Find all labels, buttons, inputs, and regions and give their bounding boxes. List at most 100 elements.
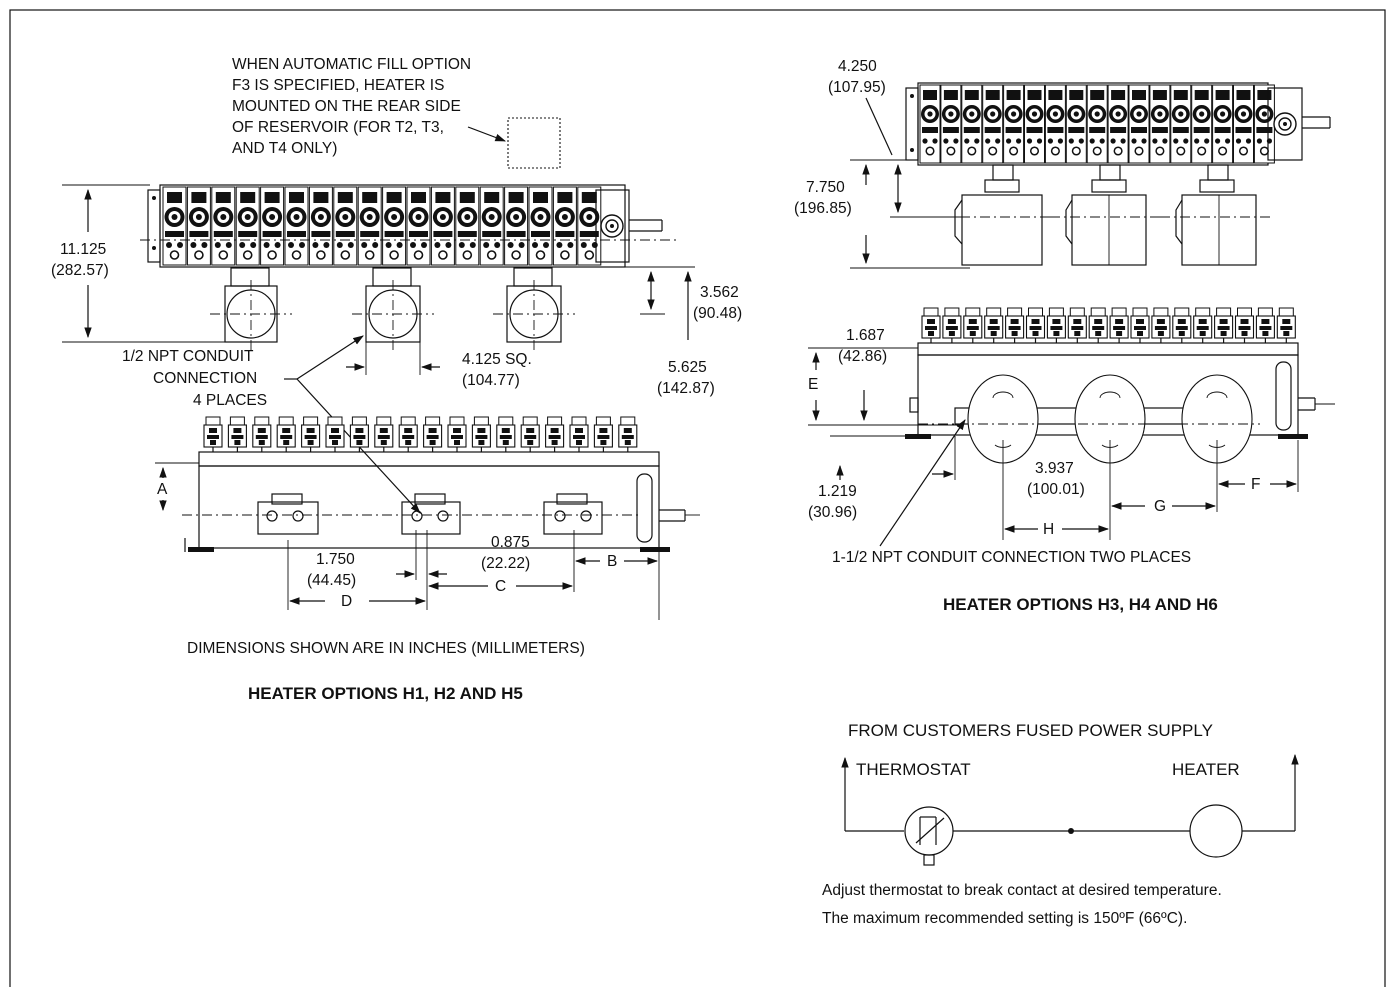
- valve-assembly: [1276, 307, 1296, 344]
- valve-assembly: [203, 416, 223, 453]
- dim-4125-sq-mm: (104.77): [462, 372, 520, 389]
- fill-option-note-line-3: MOUNTED ON THE REAR SIDE: [232, 98, 461, 115]
- dim-0875-mm: (22.22): [481, 555, 530, 572]
- valve-module: [528, 186, 553, 266]
- dim-5625: 5.625: [668, 359, 707, 376]
- left-front-view: A 1.750 (44.45) D 0.875 (22.22) C B DIME…: [155, 416, 700, 703]
- valve-module: [1149, 84, 1171, 164]
- valve-assembly: [374, 416, 394, 453]
- dim-5625-mm: (142.87): [657, 380, 715, 397]
- dim-4250: 4.250: [838, 58, 877, 75]
- valve-module: [1128, 84, 1150, 164]
- valve-module: [454, 186, 480, 266]
- valve-module: [1044, 84, 1067, 164]
- valve-module: [940, 84, 962, 164]
- valve-module: [981, 84, 1004, 164]
- valve-module: [1190, 84, 1213, 164]
- tube-heater-1: [940, 164, 1060, 266]
- valve-module: [430, 186, 456, 266]
- valve-module: [1211, 84, 1234, 164]
- fill-option-note-line-2: F3 IS SPECIFIED, HEATER IS: [232, 77, 444, 94]
- dim-1687: 1.687: [846, 327, 885, 344]
- sheet-border: [9, 9, 1386, 987]
- dim-4125-sq: 4.125 SQ.: [462, 351, 532, 368]
- dim-3562: 3.562: [700, 284, 739, 301]
- supply-label: FROM CUSTOMERS FUSED POWER SUPPLY: [848, 721, 1213, 740]
- dim-11125: 11.125: [60, 241, 106, 258]
- right-title: HEATER OPTIONS H3, H4 AND H6: [943, 595, 1218, 614]
- conduit-callout-line-3: 4 PLACES: [193, 392, 267, 409]
- valve-assembly: [423, 416, 443, 453]
- valve-assembly: [325, 416, 345, 453]
- valve-module: [284, 186, 309, 266]
- valve-module: [381, 186, 407, 266]
- dim-a: A: [157, 481, 168, 498]
- dim-f: F: [1251, 476, 1260, 493]
- conduit-callout-line-1: 1/2 NPT CONDUIT: [122, 348, 254, 365]
- valve-assembly: [1234, 307, 1255, 344]
- valve-assembly: [398, 416, 418, 453]
- valve-assembly: [1109, 307, 1129, 344]
- dim-g: G: [1154, 498, 1166, 515]
- conduit-callout-line-2: CONNECTION: [153, 370, 257, 387]
- valve-assembly: [1172, 307, 1192, 344]
- valve-assembly: [942, 307, 962, 344]
- dim-3937-mm: (100.01): [1027, 481, 1085, 498]
- valve-assembly: [471, 416, 491, 453]
- right-front-view: 1.687 (42.86) E 1.219 (30.96) 3.937 (100…: [808, 307, 1335, 614]
- valve-assembly: [544, 416, 565, 453]
- valve-assembly: [1088, 307, 1108, 344]
- dim-7750: 7.750: [806, 179, 845, 196]
- tube-heater-2: [1050, 164, 1170, 266]
- heater-plate-1: [257, 493, 319, 535]
- tube-heater-3: [1160, 164, 1270, 266]
- heater-label: HEATER: [1172, 760, 1240, 779]
- units-note: DIMENSIONS SHOWN ARE IN INCHES (MILLIMET…: [187, 640, 585, 657]
- valve-assembly: [618, 416, 638, 453]
- valve-module: [406, 186, 431, 266]
- valve-module: [1002, 84, 1025, 164]
- valve-module: [1107, 84, 1129, 164]
- valve-assembly: [301, 416, 321, 453]
- valve-module: [357, 186, 383, 266]
- valve-assembly: [1213, 307, 1234, 344]
- heater-symbol: [1189, 804, 1243, 858]
- fill-option-note-line-4: OF RESERVOIR (FOR T2, T3,: [232, 119, 444, 136]
- heater-head-1: [210, 267, 292, 350]
- valve-module: [1232, 84, 1255, 164]
- valve-module: [919, 84, 941, 164]
- valve-assembly: [276, 416, 296, 453]
- dim-11125-mm: (282.57): [51, 262, 109, 279]
- fill-option-note-line-1: WHEN AUTOMATIC FILL OPTION: [232, 56, 471, 73]
- fill-option-note-line-5: AND T4 ONLY): [232, 140, 337, 157]
- dim-1219-mm: (30.96): [808, 504, 857, 521]
- dim-0875: 0.875: [491, 534, 530, 551]
- dim-c: C: [495, 578, 506, 595]
- valve-assembly: [984, 307, 1004, 344]
- valve-module: [162, 186, 187, 266]
- valve-assembly: [496, 416, 516, 453]
- valve-assembly: [447, 416, 467, 453]
- valve-module: [1023, 84, 1046, 164]
- dim-b: B: [607, 553, 617, 570]
- valve-assembly: [1151, 307, 1171, 344]
- heater-plate-2: [401, 493, 461, 535]
- valve-assembly: [1130, 307, 1150, 344]
- heater-head-3: [493, 267, 575, 350]
- valve-module: [503, 186, 529, 266]
- valve-module: [576, 186, 602, 266]
- valve-assembly: [1004, 307, 1025, 344]
- left-top-view: WHEN AUTOMATIC FILL OPTION F3 IS SPECIFI…: [51, 56, 742, 514]
- valve-module: [479, 186, 505, 266]
- valve-module: [552, 186, 578, 266]
- wiring-diagram: FROM CUSTOMERS FUSED POWER SUPPLY THERMO…: [822, 721, 1299, 927]
- dim-3937: 3.937: [1035, 460, 1074, 477]
- thermostat-note-2: The maximum recommended setting is 150ºF…: [822, 910, 1187, 927]
- valve-module: [961, 84, 983, 164]
- valve-assembly: [569, 416, 589, 453]
- left-title: HEATER OPTIONS H1, H2 AND H5: [248, 684, 523, 703]
- valve-assembly: [1067, 307, 1087, 344]
- valve-module: [235, 186, 261, 266]
- dim-e: E: [808, 376, 818, 393]
